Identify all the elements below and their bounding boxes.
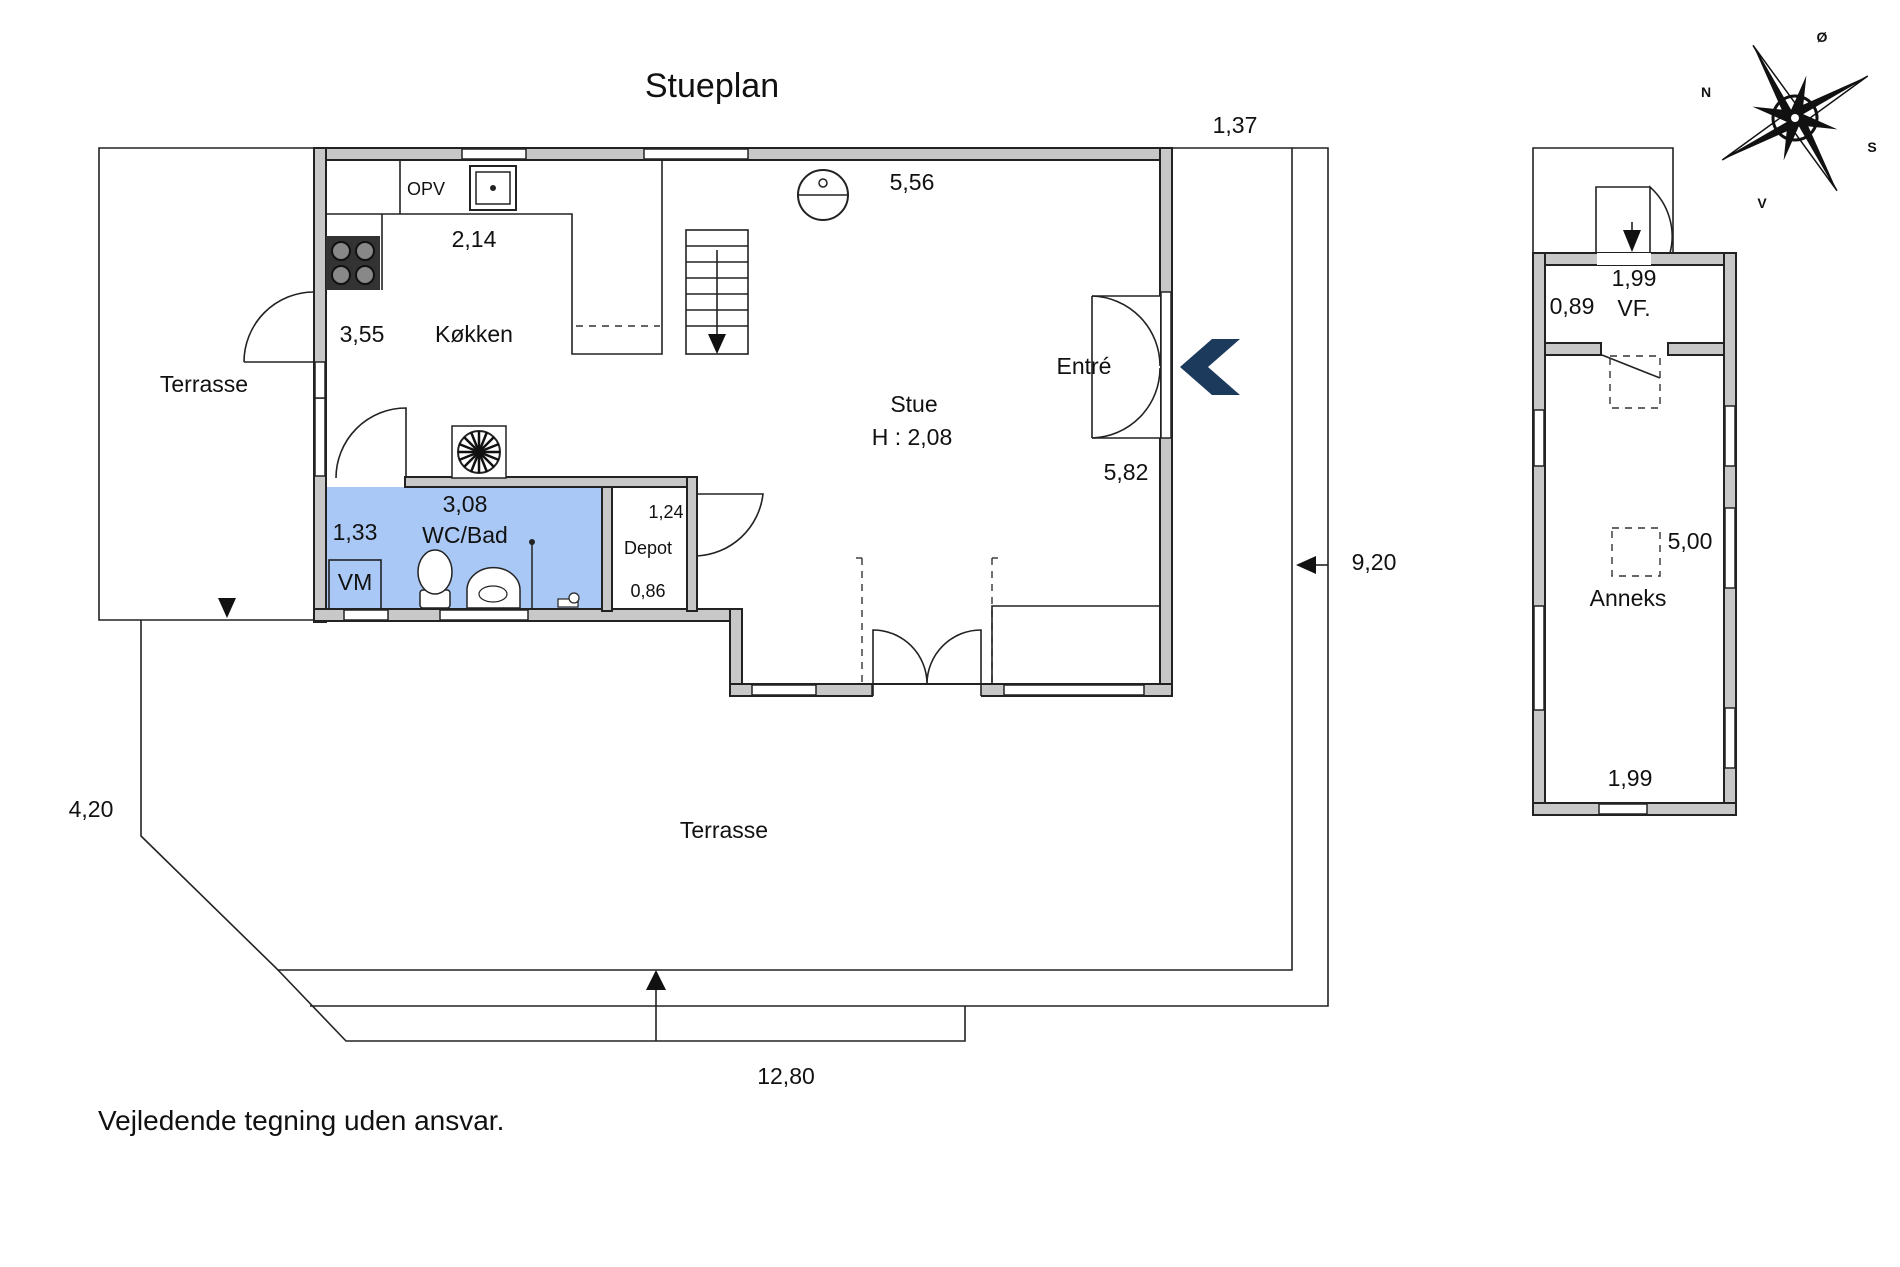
annex-depth: 5,00: [1668, 528, 1713, 554]
compass-o: Ø: [1817, 29, 1828, 45]
entrance-name: Entré: [1057, 353, 1112, 379]
bathroom-name: WC/Bad: [422, 522, 508, 548]
dimension-right: 9,20: [1352, 549, 1397, 575]
windows: [314, 148, 1172, 696]
annex-entry: [1532, 147, 1674, 577]
bathroom-floor: [327, 487, 602, 609]
terrace-south-name: Terrasse: [680, 817, 768, 843]
kitchen-counter: [326, 160, 663, 355]
kitchen-door: [243, 291, 315, 363]
depot-name: Depot: [624, 538, 672, 558]
depot-door: [696, 493, 764, 557]
bathroom-vm: VM: [338, 569, 373, 595]
wood-stove: [451, 425, 507, 479]
plan-title: Stueplan: [645, 67, 779, 105]
entrance-arrow: [1180, 339, 1240, 395]
vf-depth: 0,89: [1550, 293, 1595, 319]
living-depth: 5,82: [1104, 459, 1149, 485]
kitchen-depth: 3,55: [340, 321, 385, 347]
annex-name: Anneks: [1590, 585, 1667, 611]
bathroom-door: [335, 407, 407, 479]
kitchen-width: 2,14: [452, 226, 497, 252]
living-width: 5,56: [890, 169, 935, 195]
entrance-door: [1091, 295, 1161, 439]
round-table: [797, 169, 849, 221]
dimension-top: 1,37: [1213, 112, 1258, 138]
vf-name: VF.: [1617, 295, 1650, 321]
bench: [991, 605, 1160, 684]
terrace-arrow-south: [646, 970, 666, 990]
living-name: Stue: [890, 391, 937, 417]
vf-width: 1,99: [1612, 265, 1657, 291]
compass-s: S: [1867, 139, 1876, 155]
bathroom-fixtures: [328, 539, 580, 610]
dimension-arrow-right: [1296, 556, 1316, 574]
annex-width: 1,99: [1608, 765, 1653, 791]
kitchen-opv-label: OPV: [407, 179, 445, 199]
compass-n: N: [1701, 84, 1711, 100]
dimension-left: 4,20: [69, 796, 114, 822]
bathroom-depth: 1,33: [333, 519, 378, 545]
kitchen-name: Køkken: [435, 321, 513, 347]
terrace-outlines: [98, 147, 1329, 1042]
kitchen-sink: [469, 165, 517, 211]
bathroom-width: 3,08: [443, 491, 488, 517]
stairs: [685, 229, 749, 355]
south-door: [856, 557, 998, 697]
depot-width: 1,24: [648, 502, 683, 522]
disclaimer: Vejledende tegning uden ansvar.: [98, 1105, 504, 1136]
compass-rose: [1721, 44, 1869, 192]
terrace-arrow-west: [218, 598, 236, 618]
living-height: H : 2,08: [872, 424, 953, 450]
depot-depth: 0,86: [630, 581, 665, 601]
dimension-bottom: 12,80: [757, 1063, 815, 1089]
terrace-west-name: Terrasse: [160, 371, 248, 397]
compass-v: V: [1757, 195, 1767, 211]
stove: [326, 236, 380, 290]
